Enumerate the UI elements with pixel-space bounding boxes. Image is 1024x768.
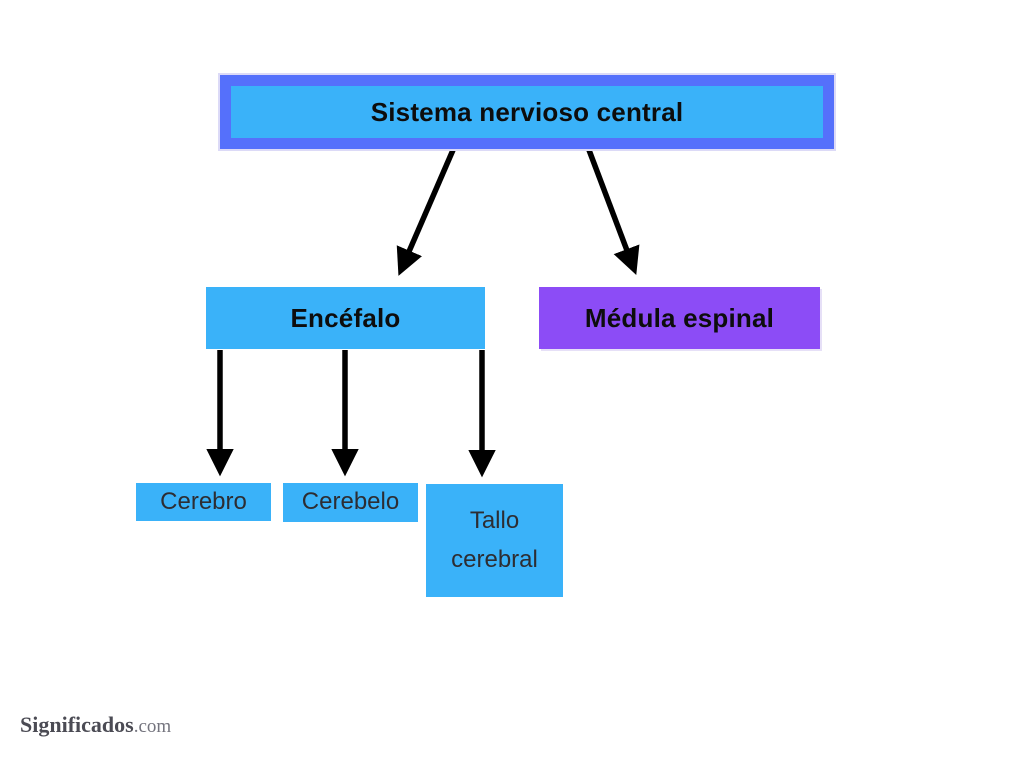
node-label-sistema-nervioso-central: Sistema nervioso central [370,96,684,127]
node-label-cerebro: Cerebro [160,487,247,515]
node-sistema-nervioso-central: Sistema nervioso central [220,75,834,149]
node-tallo-cerebral: Tallo cerebral [426,484,563,597]
watermark-brand: Significados [20,712,134,737]
node-label-encefalo: Encéfalo [290,302,401,333]
node-label-tallo-cerebral: Tallo cerebral [451,507,538,573]
node-sistema-nervioso-central-inner: Sistema nervioso central [231,86,823,138]
node-medula-espinal: Médula espinal [539,287,820,349]
node-cerebelo: Cerebelo [283,483,418,522]
watermark-tld: .com [133,716,172,737]
node-cerebro: Cerebro [136,483,271,521]
watermark-significados: Significados.com [20,712,171,738]
edge-root-encefalo [396,148,456,276]
node-label-cerebelo: Cerebelo [301,488,400,516]
node-encefalo: Encéfalo [206,287,485,349]
node-label-medula-espinal: Médula espinal [584,302,775,333]
edge-root-medula [586,149,640,276]
